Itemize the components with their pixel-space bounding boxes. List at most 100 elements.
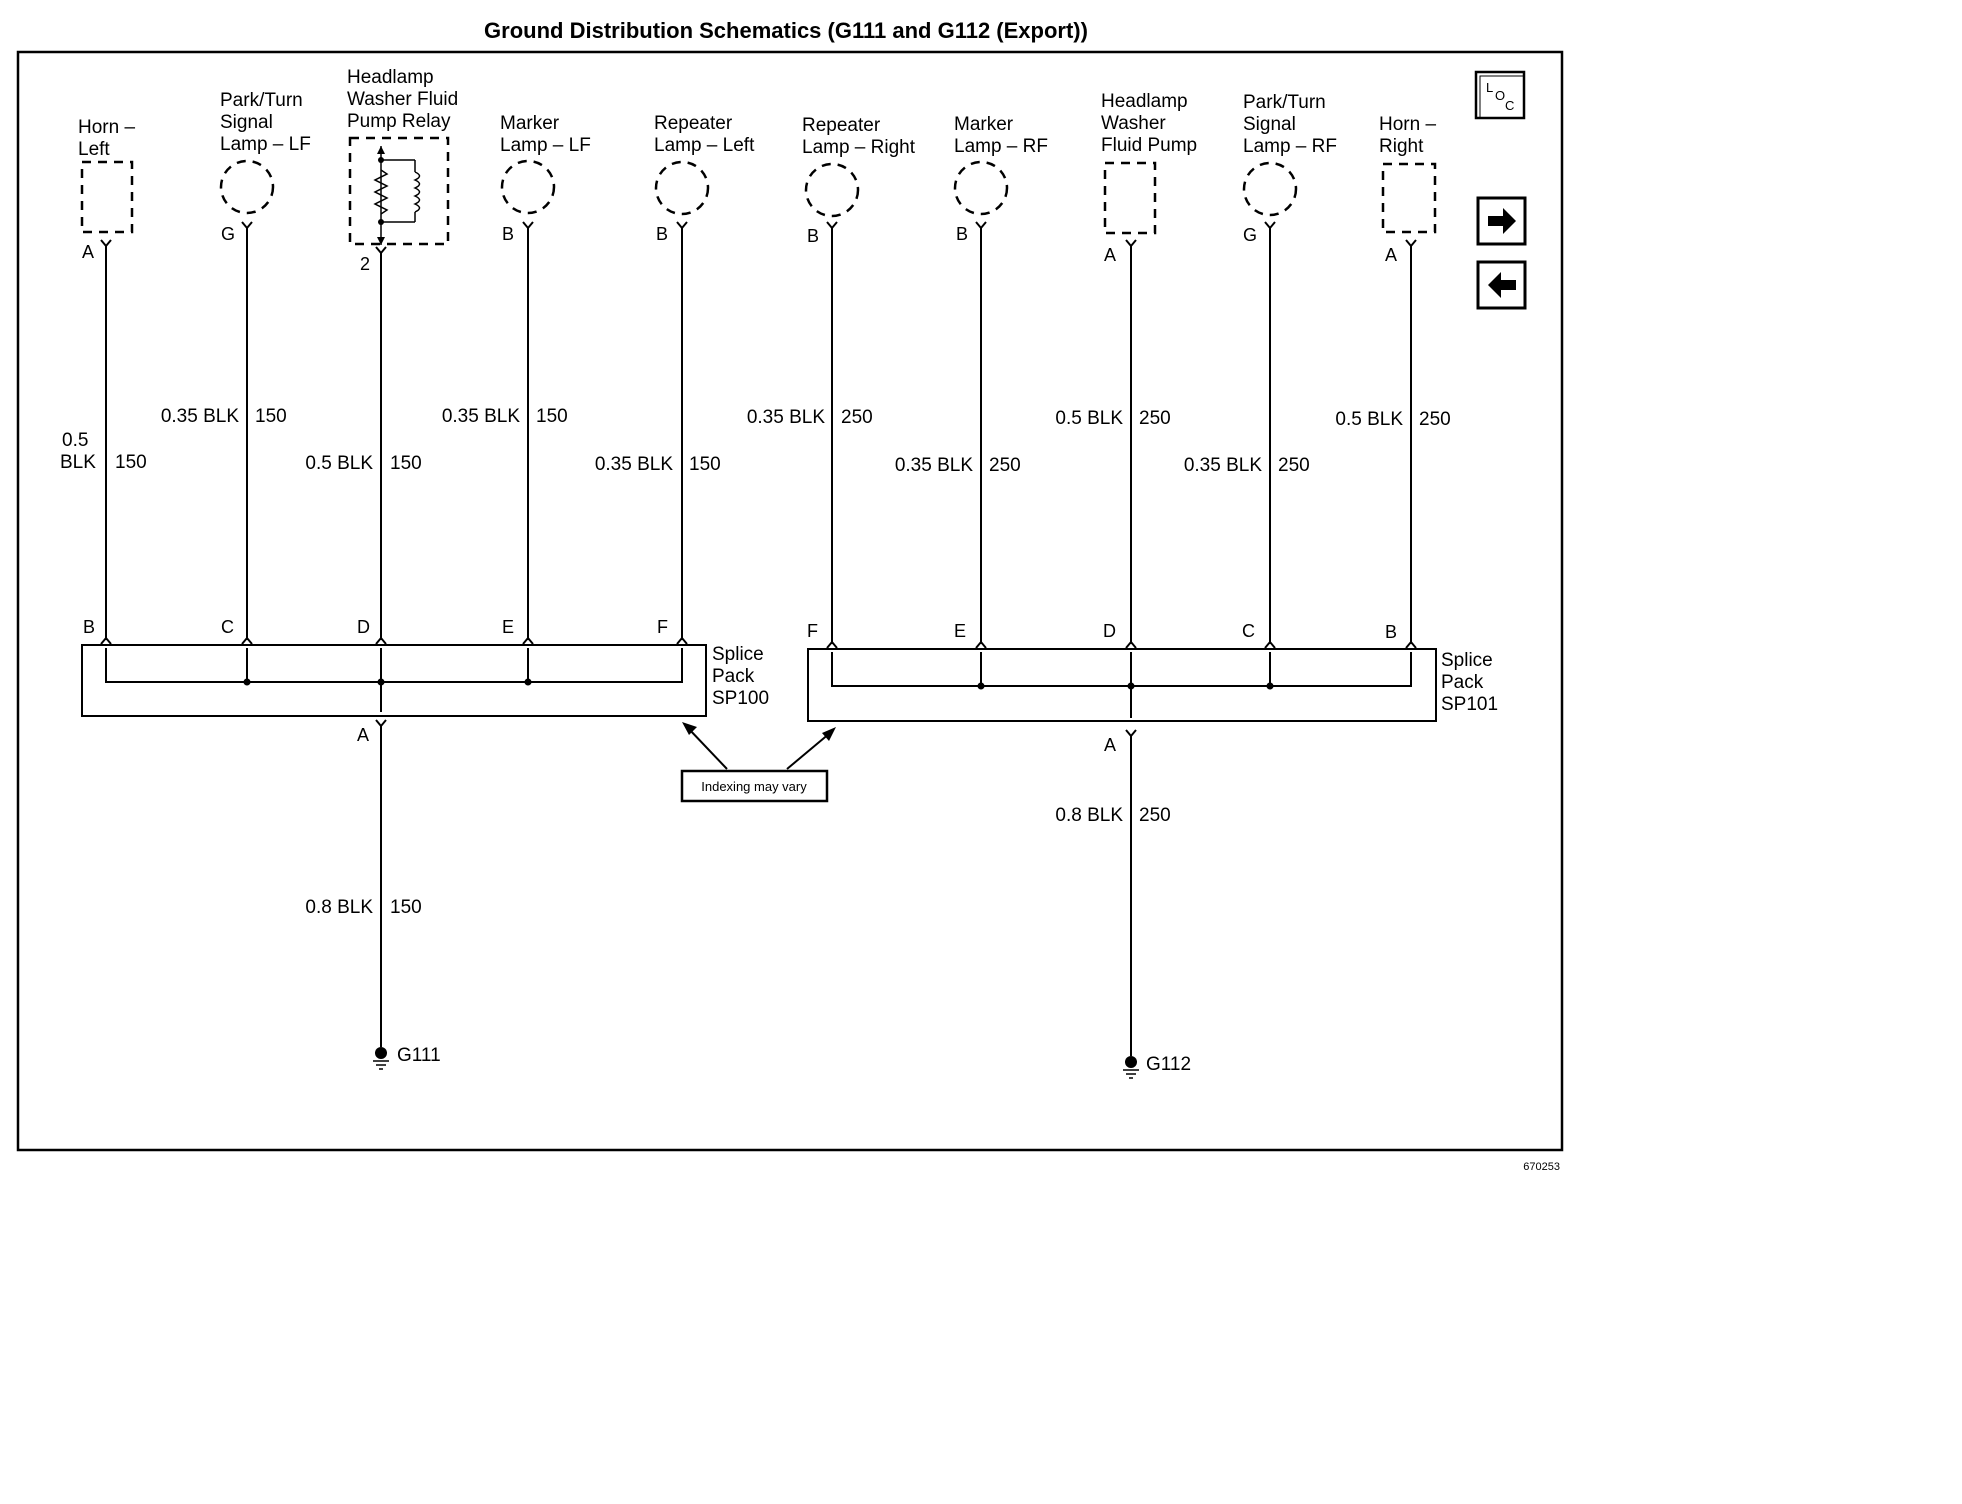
repeater-left-lamp-symbol (654, 160, 710, 216)
svg-text:Headlamp: Headlamp (1101, 91, 1188, 112)
wire-size-label: 0.35 BLK (442, 406, 520, 427)
svg-text:Pack: Pack (712, 666, 755, 687)
pin-label: G (1243, 225, 1257, 245)
connector-pin-mark (1264, 221, 1276, 230)
loc-icon[interactable]: L O C (1474, 70, 1526, 120)
marker-lf-lamp-symbol (500, 159, 556, 215)
component-label-headlamp-washer-relay: Headlamp Washer Fluid Pump Relay (347, 67, 458, 132)
ground-symbol-icon (1123, 1056, 1139, 1079)
splice-pin-label: F (657, 617, 668, 637)
svg-text:Lamp – LF: Lamp – LF (500, 135, 591, 156)
wire-size-label: 0.35 BLK (595, 454, 673, 475)
component-label-marker-rf: Marker Lamp – RF (954, 114, 1048, 157)
headlamp-washer-pump-symbol (1103, 161, 1157, 235)
connector-pin-mark (1125, 239, 1137, 248)
component-label-park-turn-lf: Park/Turn Signal Lamp – LF (220, 90, 311, 155)
pin-label: B (656, 224, 668, 244)
wire-size-label: BLK (60, 452, 96, 473)
resistor-icon (373, 169, 389, 215)
wires (105, 228, 1412, 1056)
pin-label: A (1385, 245, 1397, 265)
previous-arrow-icon[interactable] (1476, 260, 1527, 310)
circuit-number-label: 250 (989, 455, 1021, 476)
wire-size-label: 0.35 BLK (1184, 455, 1262, 476)
connector-pin-mark (375, 246, 387, 255)
circuit-number-label: 250 (1278, 455, 1310, 476)
horn-right-symbol (1381, 162, 1437, 234)
splice-pack-sp101 (807, 648, 1437, 722)
circuit-number-label: 250 (841, 407, 873, 428)
connector-pin-mark (241, 221, 253, 230)
svg-text:Lamp – LF: Lamp – LF (220, 134, 311, 155)
svg-text:Horn –: Horn – (1379, 114, 1436, 135)
pin-label: A (82, 242, 94, 262)
pin-label: 2 (360, 254, 370, 274)
connector-pin-mark (1405, 239, 1417, 248)
wire-size-label: 0.8 BLK (1055, 805, 1123, 826)
next-arrow-icon[interactable] (1476, 196, 1527, 246)
pin-label: B (807, 226, 819, 246)
wire-size-label: 0.5 BLK (305, 453, 373, 474)
component-label-horn-right: Horn – Right (1379, 114, 1436, 157)
headlamp-washer-relay-symbol (348, 136, 450, 246)
splice-out-pin-label: A (357, 725, 369, 745)
svg-text:Marker: Marker (500, 113, 560, 134)
splice-pin-label: F (807, 621, 818, 641)
svg-text:O: O (1495, 88, 1505, 103)
park-turn-rf-lamp-symbol (1242, 161, 1298, 217)
splice-out-pin-mark (375, 719, 387, 728)
svg-text:Signal: Signal (1243, 114, 1296, 135)
svg-text:Park/Turn: Park/Turn (220, 90, 303, 111)
splice-pin-label: B (83, 617, 95, 637)
wire-size-label: 0.5 BLK (1335, 409, 1403, 430)
svg-text:Pack: Pack (1441, 672, 1484, 693)
horn-left-symbol (80, 160, 134, 234)
connector-pin-mark (975, 221, 987, 230)
wire-size-label: 0.35 BLK (895, 455, 973, 476)
park-turn-lf-lamp-symbol (219, 159, 275, 215)
component-label-repeater-left: Repeater Lamp – Left (654, 113, 755, 156)
svg-text:Park/Turn: Park/Turn (1243, 92, 1326, 113)
connector-pin-mark (676, 221, 688, 230)
svg-text:Headlamp: Headlamp (347, 67, 434, 88)
connector-pin-mark (522, 221, 534, 230)
svg-text:Left: Left (78, 139, 110, 160)
splice-pin-label: D (357, 617, 370, 637)
circuit-number-label: 150 (689, 454, 721, 475)
wire-size-label: 0.5 BLK (1055, 408, 1123, 429)
wire-size-label: 0.35 BLK (161, 406, 239, 427)
pin-label: G (221, 224, 235, 244)
svg-text:Lamp – Right: Lamp – Right (802, 137, 916, 158)
component-label-marker-lf: Marker Lamp – LF (500, 113, 591, 156)
pin-label: B (502, 224, 514, 244)
svg-text:SP101: SP101 (1441, 694, 1498, 715)
splice-pin-label: B (1385, 622, 1397, 642)
svg-text:L: L (1486, 80, 1493, 95)
component-label-headlamp-washer-pump: Headlamp Washer Fluid Pump (1101, 91, 1197, 156)
circuit-number-label: 150 (536, 406, 568, 427)
circuit-number-label: 250 (1139, 805, 1171, 826)
svg-text:Fluid Pump: Fluid Pump (1101, 135, 1197, 156)
svg-text:Washer: Washer (1101, 113, 1166, 134)
splice-out-pin-label: A (1104, 735, 1116, 755)
component-label-repeater-right: Repeater Lamp – Right (802, 115, 916, 158)
diagram-id: 670253 (1523, 1161, 1560, 1173)
splice-pin-label: D (1103, 621, 1116, 641)
ground-label-g111: G111 (397, 1045, 441, 1066)
splice-pin-label: C (1242, 621, 1255, 641)
svg-text:C: C (1505, 98, 1514, 113)
indexing-note: Indexing may vary (680, 722, 836, 803)
svg-text:SP100: SP100 (712, 688, 769, 709)
splice-pack-label-sp101: Splice Pack SP101 (1441, 650, 1498, 715)
ground-label-g112: G112 (1146, 1054, 1191, 1075)
coil-icon (413, 171, 421, 213)
svg-text:Pump Relay: Pump Relay (347, 111, 451, 132)
splice-pin-label: E (954, 621, 966, 641)
splice-pin-label: E (502, 617, 514, 637)
ground-symbol-icon (373, 1047, 389, 1070)
svg-text:Signal: Signal (220, 112, 273, 133)
circuit-number-label: 150 (390, 453, 422, 474)
page-title: Ground Distribution Schematics (G111 and… (484, 18, 1088, 43)
circuit-number-label: 150 (115, 452, 147, 473)
circuit-number-label: 150 (255, 406, 287, 427)
